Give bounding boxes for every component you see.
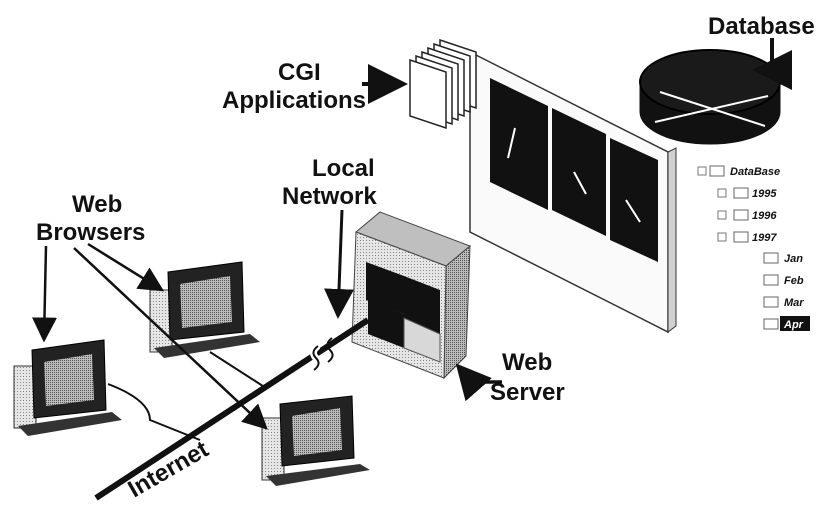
tree-month-apr[interactable]: Apr (763, 316, 810, 331)
database-tree: DataBase 1995 1996 1997 Jan Feb Mar (697, 165, 810, 331)
server-label-1: Web (502, 349, 552, 376)
tree-month-feb[interactable]: Feb (763, 274, 804, 287)
cgi-stack-icon (409, 38, 477, 130)
browser-arrow (73, 247, 268, 430)
folder-icon (733, 209, 749, 221)
database-label: Database (708, 13, 815, 40)
local-label-1: Local (312, 155, 375, 182)
folder-icon (733, 231, 749, 243)
browser-arrow (31, 245, 57, 343)
browsers-label-2: Browsers (36, 219, 145, 246)
network-break-icon (309, 337, 334, 373)
browser-arrow (87, 242, 165, 292)
workstation-icon (149, 261, 260, 358)
browsers-label-1: Web (72, 191, 122, 218)
tree-year-label: 1996 (752, 210, 777, 222)
folder-icon (733, 187, 749, 199)
tree-year-1996[interactable]: 1996 (717, 209, 777, 222)
server-label-2: Server (490, 379, 565, 406)
folder-icon (763, 318, 779, 330)
expand-toggle-icon[interactable] (717, 232, 727, 242)
tree-year-label: 1995 (752, 188, 777, 200)
tree-month-label: Feb (784, 275, 804, 287)
local-network-arrow (324, 209, 355, 319)
expand-toggle-icon[interactable] (697, 166, 707, 176)
folder-icon (763, 274, 779, 286)
tree-month-label-selected: Apr (783, 319, 804, 331)
tree-month-jan[interactable]: Jan (763, 252, 803, 265)
tree-month-mar[interactable]: Mar (763, 296, 804, 309)
link-line (209, 351, 267, 389)
workstation-icon (261, 395, 370, 486)
tree-month-label: Jan (784, 253, 803, 265)
folder-icon (709, 165, 725, 177)
database-cylinder-icon (639, 49, 781, 145)
folder-icon (763, 252, 779, 264)
tree-year-1997[interactable]: 1997 (717, 231, 777, 244)
selection-highlight (780, 316, 810, 331)
internet-line (94, 317, 370, 501)
cgi-panel (469, 50, 677, 334)
link-line (107, 383, 201, 441)
web-server-icon (351, 211, 471, 380)
web-server-arrow (455, 363, 502, 402)
database-arrow (752, 38, 792, 90)
tree-month-label: Mar (784, 297, 804, 309)
expand-toggle-icon[interactable] (717, 210, 727, 220)
tree-root-label: DataBase (730, 166, 780, 178)
expand-toggle-icon[interactable] (717, 188, 727, 198)
local-label-2: Network (282, 183, 377, 210)
tree-year-label: 1997 (752, 232, 777, 244)
tree-root[interactable]: DataBase (697, 165, 780, 178)
cgi-label-2: Applications (222, 87, 366, 114)
cgi-label-1: CGI (278, 59, 321, 86)
tree-year-1995[interactable]: 1995 (717, 187, 777, 200)
workstation-icon (13, 339, 122, 436)
folder-icon (763, 296, 779, 308)
